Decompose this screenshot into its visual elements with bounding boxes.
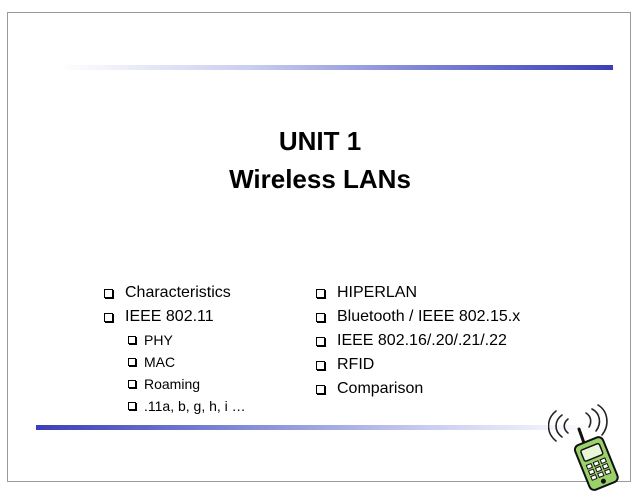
- list-item-label: .11a, b, g, h, i …: [144, 398, 246, 414]
- list-item-label: Roaming: [144, 376, 201, 392]
- cellphone-clipart-icon: [548, 404, 619, 491]
- left-bullet-list: Characteristics IEEE 802.11 PHY MAC Roam…: [104, 281, 246, 417]
- slide: UNIT 1 Wireless LANs Characteristics IEE…: [7, 12, 631, 491]
- list-item: IEEE 802.16/.20/.21/.22: [316, 329, 520, 353]
- checkbox-bullet-icon: [128, 380, 136, 388]
- list-item: MAC: [104, 351, 246, 373]
- checkbox-bullet-icon: [316, 288, 325, 298]
- list-item-label: Bluetooth / IEEE 802.15.x: [337, 308, 521, 325]
- list-item: PHY: [104, 329, 246, 351]
- list-item: Roaming: [104, 373, 246, 395]
- list-item-label: PHY: [144, 332, 173, 348]
- top-gradient-bar: [58, 65, 613, 70]
- list-item: Characteristics: [104, 281, 246, 305]
- list-item: .11a, b, g, h, i …: [104, 395, 246, 417]
- list-item-label: MAC: [144, 354, 176, 370]
- checkbox-bullet-icon: [104, 288, 113, 298]
- slide-title-line1: UNIT 1: [278, 126, 362, 156]
- list-item-label: IEEE 802.11: [125, 308, 214, 325]
- list-item: RFID: [316, 353, 520, 377]
- list-item-label: Comparison: [337, 380, 424, 397]
- list-item-label: RFID: [337, 356, 375, 373]
- list-item-label: Characteristics: [125, 284, 231, 301]
- list-item: Comparison: [316, 377, 520, 401]
- checkbox-bullet-icon: [128, 402, 136, 410]
- list-item: IEEE 802.11: [104, 305, 246, 329]
- list-item-label: HIPERLAN: [337, 284, 418, 301]
- slide-title-line2: Wireless LANs: [229, 164, 411, 194]
- bottom-gradient-bar: [36, 425, 596, 430]
- checkbox-bullet-icon: [128, 336, 136, 344]
- list-item: HIPERLAN: [316, 281, 520, 305]
- right-bullet-list: HIPERLAN Bluetooth / IEEE 802.15.x IEEE …: [316, 281, 520, 401]
- checkbox-bullet-icon: [128, 358, 136, 366]
- checkbox-bullet-icon: [316, 384, 325, 394]
- checkbox-bullet-icon: [104, 312, 113, 322]
- checkbox-bullet-icon: [316, 336, 325, 346]
- list-item: Bluetooth / IEEE 802.15.x: [316, 305, 520, 329]
- checkbox-bullet-icon: [316, 360, 325, 370]
- list-item-label: IEEE 802.16/.20/.21/.22: [337, 332, 507, 349]
- checkbox-bullet-icon: [316, 312, 325, 322]
